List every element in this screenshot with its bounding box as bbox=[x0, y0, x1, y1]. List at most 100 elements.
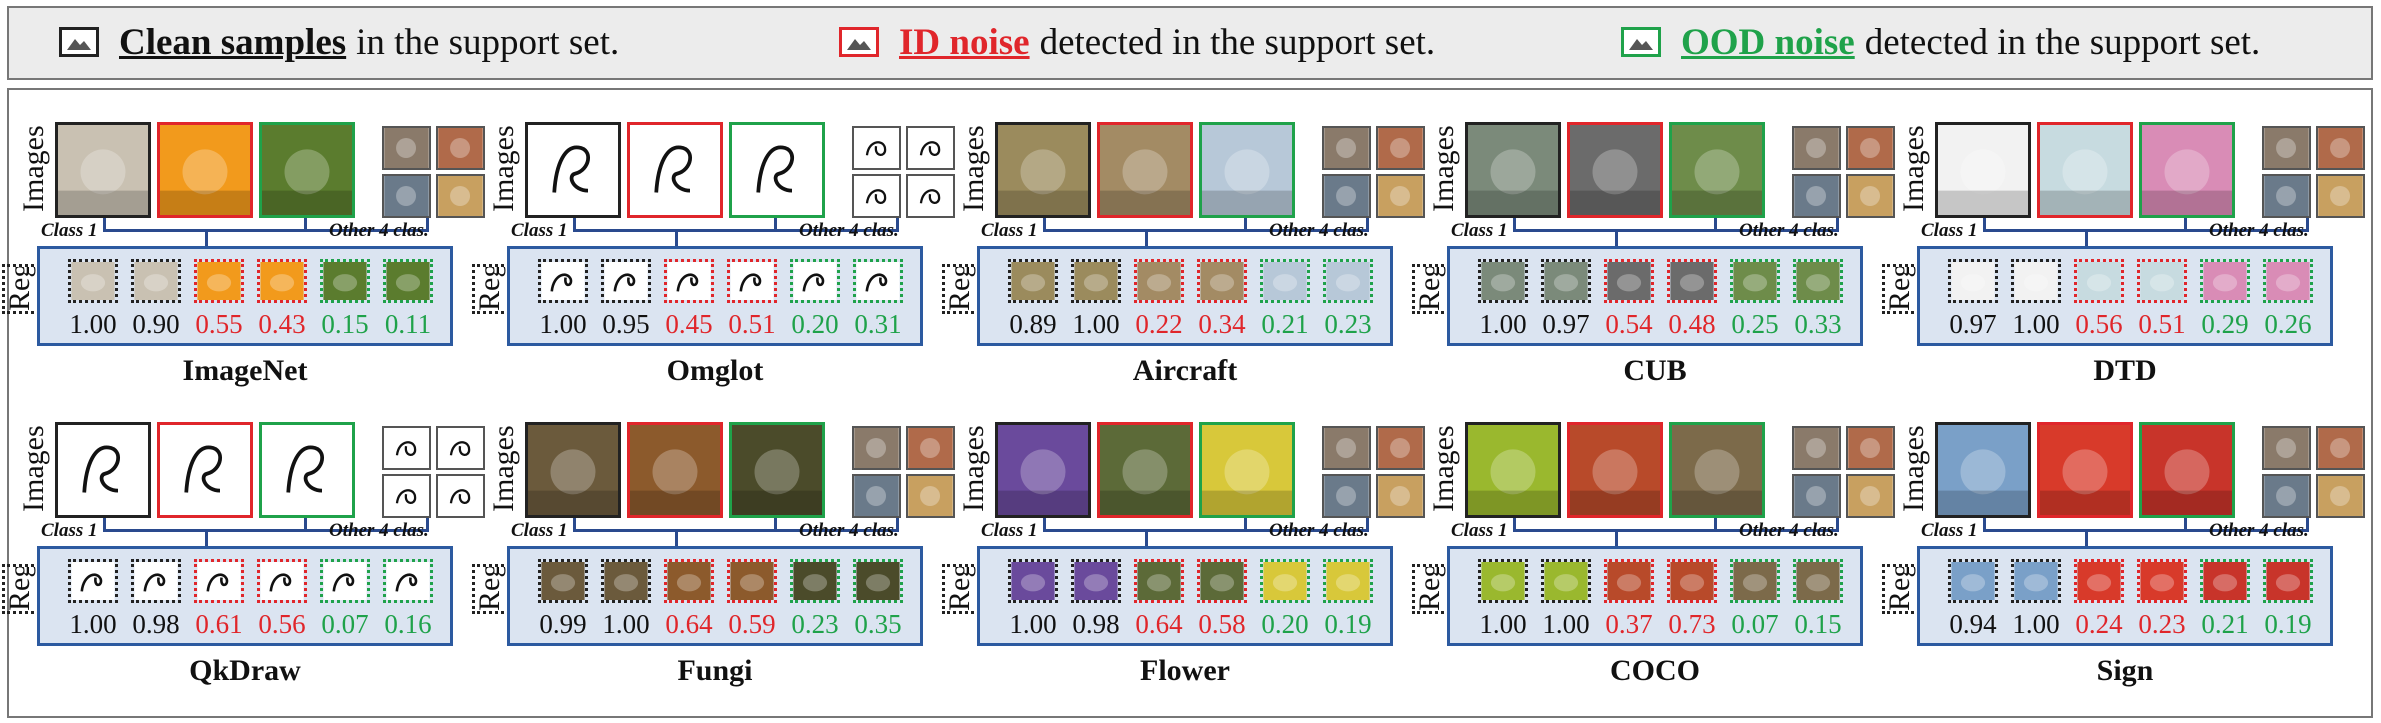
connector-stem bbox=[1615, 232, 1618, 246]
id-region-crop bbox=[2074, 259, 2124, 303]
other-classes-thumbnails bbox=[2262, 126, 2366, 218]
clean-region-crop bbox=[601, 259, 651, 303]
id-region-score: 0.51 bbox=[2138, 309, 2186, 339]
other-class-thumbnail bbox=[1792, 174, 1841, 218]
other-class-thumbnail bbox=[2262, 474, 2311, 518]
id-region-crop bbox=[1604, 559, 1654, 603]
class1-caption: Class 1 bbox=[1921, 220, 1978, 241]
ood-region-score: 0.15 bbox=[321, 309, 369, 339]
image-icon bbox=[59, 27, 99, 57]
ood-region-score: 0.21 bbox=[2201, 609, 2249, 639]
other-classes-thumbnails bbox=[852, 126, 956, 218]
ood-region-score: 0.23 bbox=[1324, 309, 1372, 339]
id-sample-image bbox=[157, 422, 253, 518]
other-classes-bracket bbox=[305, 218, 429, 232]
clean-region-score: 1.00 bbox=[1009, 609, 1057, 639]
clean-sample-image bbox=[1935, 422, 2031, 518]
ood-sample-image bbox=[1199, 122, 1295, 218]
other-class-thumbnail bbox=[1322, 174, 1371, 218]
ood-region-score: 0.11 bbox=[384, 309, 432, 339]
ood-region-crop bbox=[1323, 559, 1373, 603]
ood-region-score: 0.20 bbox=[791, 309, 839, 339]
other-class-thumbnail bbox=[436, 426, 485, 470]
clean-region-crop bbox=[1948, 259, 1998, 303]
other-class-thumbnail bbox=[2262, 126, 2311, 170]
ood-region-crop bbox=[383, 559, 433, 603]
id-sample-image bbox=[2037, 122, 2133, 218]
clean-sample-image bbox=[1465, 122, 1561, 218]
other-classes-thumbnails bbox=[1792, 426, 1896, 518]
id-region-crop bbox=[664, 259, 714, 303]
id-region-crop bbox=[1134, 259, 1184, 303]
ood-region-crop bbox=[1793, 259, 1843, 303]
id-region-crop bbox=[1197, 559, 1247, 603]
connector-stem bbox=[1145, 232, 1148, 246]
other-class-thumbnail bbox=[1376, 126, 1425, 170]
other-classes-caption: Other 4 clas. bbox=[1739, 220, 1839, 241]
other-classes-bracket bbox=[1715, 518, 1839, 532]
connector-stem bbox=[2085, 232, 2088, 246]
clean-region-score: 1.00 bbox=[602, 609, 650, 639]
ood-region-crop bbox=[2200, 259, 2250, 303]
clean-region-crop bbox=[1071, 259, 1121, 303]
ood-region-crop bbox=[2263, 259, 2313, 303]
other-class-thumbnail bbox=[1792, 126, 1841, 170]
support-set-bracket bbox=[103, 218, 307, 232]
clean-region-score: 0.94 bbox=[1949, 609, 1997, 639]
id-region-crop bbox=[2074, 559, 2124, 603]
ood-sample-image bbox=[1669, 122, 1765, 218]
id-region-crop bbox=[664, 559, 714, 603]
id-sample-image bbox=[1097, 122, 1193, 218]
other-class-thumbnail bbox=[1376, 474, 1425, 518]
other-class-thumbnail bbox=[906, 474, 955, 518]
connector-stem bbox=[2085, 532, 2088, 546]
ood-region-score: 0.16 bbox=[384, 609, 432, 639]
ood-sample-image bbox=[2139, 122, 2235, 218]
id-region-crop bbox=[1604, 259, 1654, 303]
id-region-score: 0.43 bbox=[258, 309, 306, 339]
ood-region-score: 0.31 bbox=[854, 309, 902, 339]
ood-region-score: 0.26 bbox=[2264, 309, 2312, 339]
dataset-name: CUB bbox=[1623, 354, 1687, 387]
clean-region-score: 0.97 bbox=[1949, 309, 1997, 339]
ood-region-score: 0.19 bbox=[2264, 609, 2312, 639]
support-set-bracket bbox=[1983, 518, 2187, 532]
id-region-crop bbox=[257, 259, 307, 303]
id-region-crop bbox=[2137, 259, 2187, 303]
id-region-crop bbox=[727, 559, 777, 603]
clean-region-score: 0.95 bbox=[602, 309, 650, 339]
clean-region-crop bbox=[1008, 259, 1058, 303]
class1-caption: Class 1 bbox=[511, 220, 568, 241]
legend-id: ID noise detected in the support set. bbox=[839, 22, 1435, 63]
ood-region-score: 0.21 bbox=[1261, 309, 1309, 339]
image-icon bbox=[839, 27, 879, 57]
clean-region-score: 1.00 bbox=[2012, 309, 2060, 339]
support-set-bracket bbox=[1513, 218, 1717, 232]
class1-caption: Class 1 bbox=[511, 520, 568, 541]
ood-sample-image bbox=[729, 422, 825, 518]
id-region-score: 0.61 bbox=[195, 609, 243, 639]
class1-caption: Class 1 bbox=[981, 220, 1038, 241]
clean-region-crop bbox=[68, 259, 118, 303]
images-row-label: Images bbox=[1897, 425, 1930, 512]
ood-region-crop bbox=[1260, 559, 1310, 603]
other-classes-caption: Other 4 clas. bbox=[2209, 520, 2309, 541]
other-class-thumbnail bbox=[2316, 174, 2365, 218]
other-class-thumbnail bbox=[382, 126, 431, 170]
ood-region-score: 0.07 bbox=[321, 609, 369, 639]
id-sample-image bbox=[627, 422, 723, 518]
other-class-thumbnail bbox=[436, 474, 485, 518]
id-region-crop bbox=[194, 259, 244, 303]
other-classes-bracket bbox=[1245, 518, 1369, 532]
class1-caption: Class 1 bbox=[1921, 520, 1978, 541]
other-class-thumbnail bbox=[1792, 426, 1841, 470]
id-region-score: 0.24 bbox=[2075, 609, 2123, 639]
other-class-thumbnail bbox=[2262, 174, 2311, 218]
dataset-name: QkDraw bbox=[189, 654, 301, 687]
